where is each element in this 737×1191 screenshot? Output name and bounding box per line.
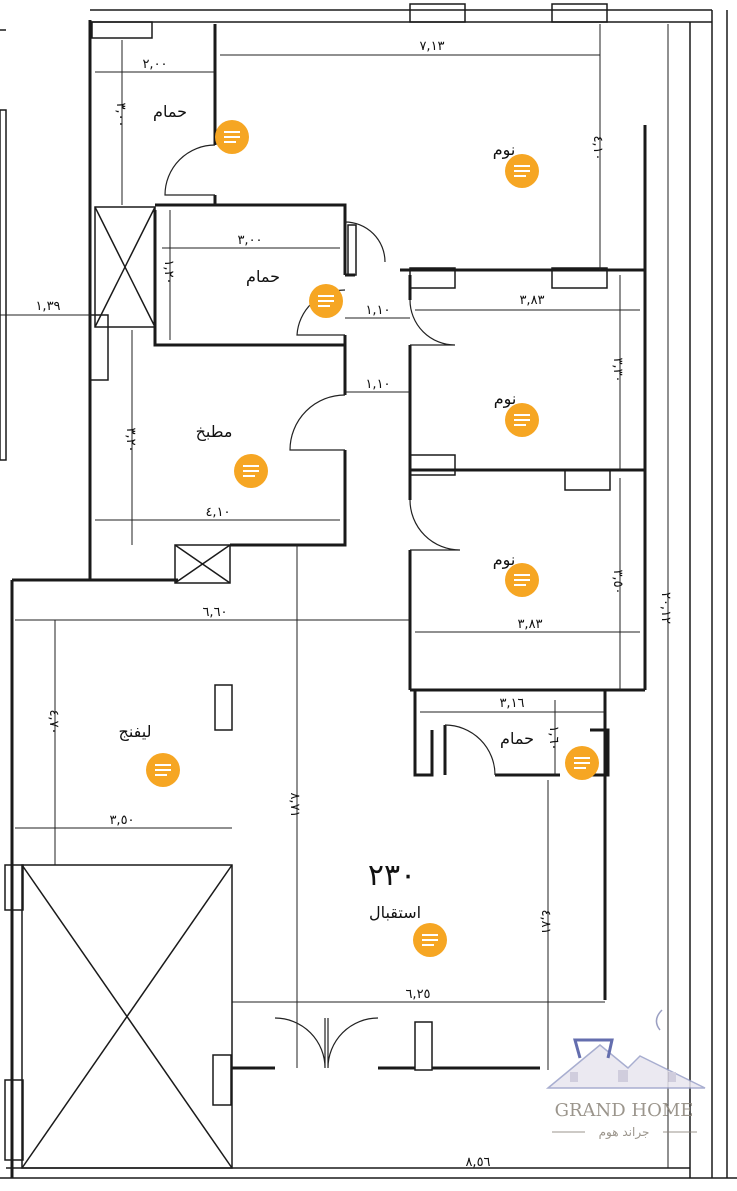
- note-icon[interactable]: [505, 154, 539, 188]
- room-bath-top: حمام: [153, 102, 187, 121]
- note-icon[interactable]: [146, 753, 180, 787]
- dim-label: ١,٢٠: [161, 259, 176, 284]
- dimension-lines: [0, 24, 669, 1168]
- dim-label: ١,٦٠: [546, 725, 561, 750]
- room-bedroom-top: نوم: [493, 140, 516, 160]
- note-icon[interactable]: [413, 923, 447, 957]
- dim-label: ٣,٠٠: [113, 102, 128, 127]
- room-bath-small: حمام: [500, 729, 534, 748]
- note-icon[interactable]: [505, 563, 539, 597]
- dim-label: ٤,٧٠: [46, 709, 61, 734]
- note-icon[interactable]: [234, 454, 268, 488]
- room-labels: حمام نوم حمام نوم مطبخ نوم ليفنج حمام ٢٣…: [119, 102, 534, 922]
- note-icon[interactable]: [215, 120, 249, 154]
- logo-name-en: GRAND HOME: [555, 1100, 694, 1121]
- dim-label: ٢٠,١٢: [658, 592, 673, 624]
- room-bedroom-lower: نوم: [493, 550, 516, 570]
- dim-label: ٨,٥٦: [465, 1155, 490, 1170]
- dim-label: ٧,١٣: [419, 39, 444, 54]
- dim-label: ٢,٠٠: [142, 57, 167, 72]
- dim-label: ٤,١٠: [590, 135, 605, 160]
- room-bath-mid: حمام: [246, 267, 280, 286]
- room-living: ليفنج: [119, 722, 152, 741]
- note-icon[interactable]: [309, 284, 343, 318]
- doors: [164, 144, 496, 1069]
- dim-label: ٣,٣٠: [610, 357, 625, 382]
- dim-label: ٤,١٠: [205, 505, 230, 520]
- dim-label: ٤,٨١: [538, 909, 553, 934]
- logo-name-ar: جراند هوم: [599, 1125, 650, 1140]
- dim-label: ١,١٠: [365, 377, 390, 392]
- dim-label: ٦,٦٠: [202, 605, 227, 620]
- dim-label: ٣,١٦: [499, 696, 524, 711]
- room-bedroom-mid: نوم: [494, 389, 517, 409]
- dim-label: ٣,٨٣: [517, 617, 542, 632]
- grand-home-logo: GRAND HOME جراند هوم: [545, 1009, 706, 1140]
- note-icon[interactable]: [505, 403, 539, 437]
- note-icon[interactable]: [565, 746, 599, 780]
- total-area: ٢٣٠: [368, 858, 416, 893]
- interior-walls: [4, 24, 647, 1169]
- dim-label: ٣,٢٠: [123, 427, 138, 452]
- room-reception: استقبال: [369, 903, 421, 922]
- annotation-pins: [146, 120, 599, 957]
- dim-label: ٣,٨٣: [519, 293, 544, 308]
- dim-label: ٣,٥٠: [109, 813, 134, 828]
- dim-label: ١,١٠: [365, 303, 390, 318]
- dim-label: ٣,٥٠: [610, 569, 625, 594]
- outer-walls: [0, 3, 737, 1179]
- dim-label: ٨,٧١: [287, 792, 302, 817]
- dim-label: ٣,٠٠: [237, 233, 262, 248]
- room-kitchen: مطبخ: [196, 422, 233, 442]
- dim-label: ٦,٢٥: [405, 987, 430, 1002]
- dimension-labels: ٧,١٣ ٢,٠٠ ٣,٠٠ ٤,١٠ ١,٣٩ ٣,٠٠ ١,٢٠ ١,١٠ …: [35, 39, 673, 1170]
- dim-label: ١,٣٩: [35, 299, 60, 314]
